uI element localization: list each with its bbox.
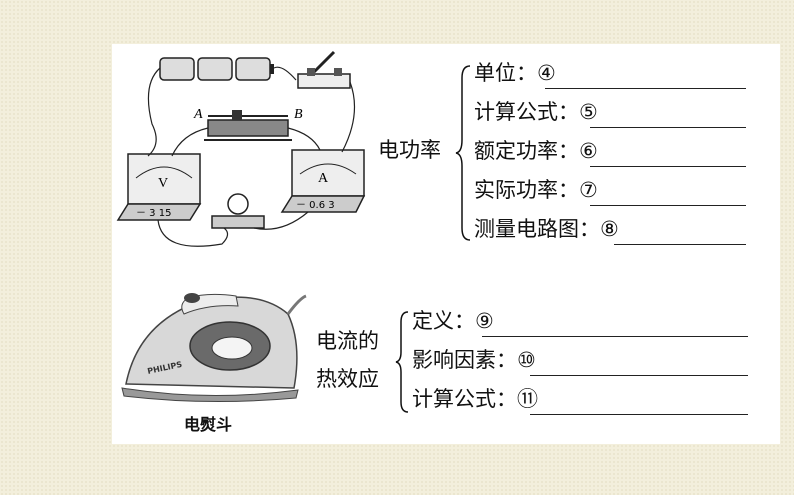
actual-power-label: 实际功率：⑦: [474, 178, 598, 202]
iron-brand-text: PHILIPS: [147, 360, 184, 376]
influencing-factors-label: 影响因素：⑩: [412, 348, 536, 372]
power-formula-blank[interactable]: [590, 127, 746, 128]
voltmeter-symbol: V: [158, 176, 168, 191]
heating-definition-blank[interactable]: [482, 336, 748, 337]
iron-brand: PHILIPS: [147, 360, 184, 376]
measurement-circuit-blank[interactable]: [614, 244, 746, 245]
section2-brace: [395, 311, 409, 413]
rated-power-label: 额定功率：⑥: [474, 139, 598, 163]
circuit-diagram: A B V － 3 15 A － 0.6 3: [116, 50, 366, 247]
heating-definition-label: 定义：⑨: [412, 309, 494, 333]
power-unit-blank[interactable]: [545, 88, 746, 89]
heating-effect-heading-line1: 电流的: [316, 329, 379, 353]
ammeter: [280, 149, 366, 213]
switch: [297, 50, 351, 89]
voltmeter-terminals: － 3 15: [136, 208, 171, 219]
electric-iron-image: [121, 293, 307, 403]
rheostat-label-a: A: [193, 107, 203, 122]
heat-formula-blank[interactable]: [530, 414, 748, 415]
heating-effect-heading-line2: 热效应: [316, 367, 379, 391]
lamp: [211, 193, 265, 229]
rheostat: [204, 110, 292, 141]
measurement-circuit-label: 测量电路图：⑧: [474, 217, 619, 241]
ammeter-symbol: A: [318, 171, 329, 186]
electric-power-heading: 电功率: [378, 138, 441, 162]
rheostat-label-b: B: [294, 107, 303, 122]
power-formula-label: 计算公式：⑤: [474, 100, 598, 124]
voltmeter: [116, 153, 202, 221]
battery-pack: [159, 57, 274, 81]
rated-power-blank[interactable]: [590, 166, 746, 167]
ammeter-terminals: － 0.6 3: [296, 200, 335, 211]
section1-brace: [455, 65, 471, 241]
influencing-factors-blank[interactable]: [530, 375, 748, 376]
iron-caption: 电熨斗: [184, 415, 233, 434]
actual-power-blank[interactable]: [590, 205, 746, 206]
heat-formula-label: 计算公式：⑪: [412, 387, 538, 411]
power-unit-label: 单位：④: [474, 61, 556, 85]
wires: [147, 66, 356, 247]
